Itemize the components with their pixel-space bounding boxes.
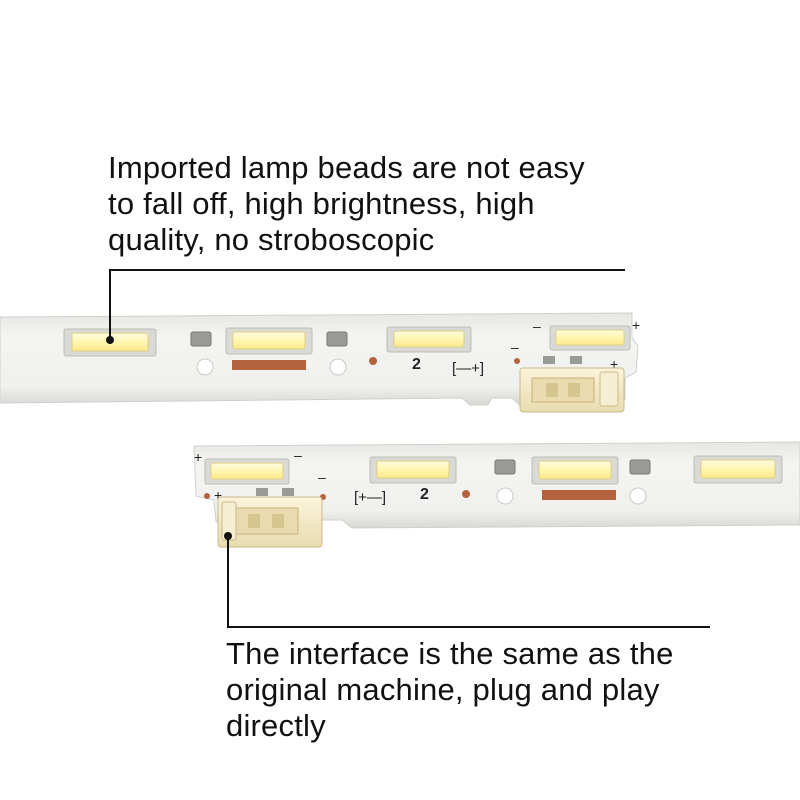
copper-pad xyxy=(542,490,616,500)
caption-bottom-line-3: directly xyxy=(226,708,326,743)
strip-upper-connector xyxy=(519,367,625,413)
test-point xyxy=(369,357,377,365)
silk-minus: – xyxy=(511,339,519,355)
callout-lamp-beads xyxy=(106,269,625,344)
led-module xyxy=(549,325,631,351)
callout-interface xyxy=(224,532,710,628)
mounting-hole xyxy=(496,487,514,505)
led-module xyxy=(693,455,783,484)
silk-plus: + xyxy=(214,487,222,503)
caption-top-line-2: to fall off, high brightness, high xyxy=(108,186,535,221)
test-point xyxy=(462,490,470,498)
silk-polarity: [+—] xyxy=(354,489,386,506)
silk-plus: + xyxy=(194,449,202,465)
strip-lower-connector xyxy=(217,496,323,548)
silk-polarity: [—+] xyxy=(452,360,484,377)
chip-component xyxy=(629,459,651,475)
caption-bottom-line-1: The interface is the same as the xyxy=(226,636,674,671)
caption-interface: The interface is the same as the origina… xyxy=(226,636,746,744)
caption-top-line-3: quality, no stroboscopic xyxy=(108,222,435,257)
copper-pad xyxy=(232,360,306,370)
led-module xyxy=(369,456,457,484)
caption-bottom-line-2: original machine, plug and play xyxy=(226,672,660,707)
solder-pad xyxy=(570,356,582,364)
silk-number: 2 xyxy=(420,486,429,503)
chip-component xyxy=(190,331,212,347)
mounting-hole xyxy=(196,358,214,376)
test-point xyxy=(514,358,520,364)
silk-minus: – xyxy=(533,318,541,334)
silk-minus: – xyxy=(294,447,302,463)
solder-pad xyxy=(543,356,555,364)
mounting-hole xyxy=(629,487,647,505)
silk-plus: + xyxy=(610,356,618,372)
chip-component xyxy=(326,331,348,347)
led-module xyxy=(225,327,313,355)
led-module xyxy=(204,458,290,485)
silk-plus: + xyxy=(632,317,640,333)
solder-pad xyxy=(256,488,268,496)
silk-minus: – xyxy=(318,469,326,485)
mounting-hole xyxy=(329,358,347,376)
solder-pad xyxy=(282,488,294,496)
caption-top-line-1: Imported lamp beads are not easy xyxy=(108,150,585,185)
strip-upper: 2 [—+] – + – + xyxy=(0,312,640,413)
chip-component xyxy=(494,459,516,475)
caption-lamp-beads: Imported lamp beads are not easy to fall… xyxy=(108,150,628,258)
silk-number: 2 xyxy=(412,356,421,373)
strip-lower: + – + – [+—] 2 xyxy=(193,441,800,548)
test-point xyxy=(204,493,210,499)
led-module xyxy=(531,456,619,485)
led-module xyxy=(386,326,472,353)
